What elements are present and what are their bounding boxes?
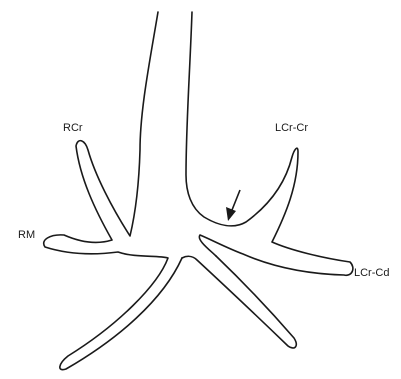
label-rcr: RCr <box>63 122 83 134</box>
trachea-left-and-right-lung-outline <box>44 12 182 370</box>
label-lcr-cr: LCr-Cr <box>275 122 308 134</box>
label-rm: RM <box>18 229 35 241</box>
lcr-cd-branch-outline <box>182 256 296 348</box>
trachea-right-and-lcr-cr-outline <box>186 12 353 275</box>
arrow-shaft <box>232 190 240 210</box>
arrow-head-icon <box>226 207 236 221</box>
label-lcr-cd: LCr-Cd <box>354 267 389 279</box>
